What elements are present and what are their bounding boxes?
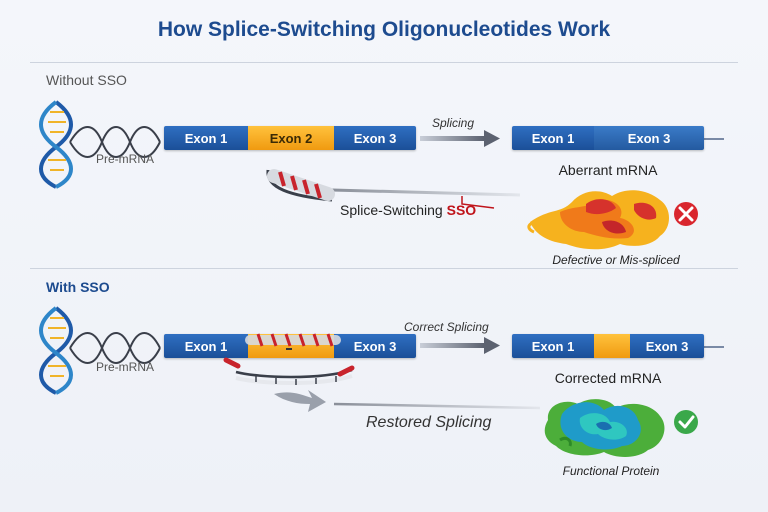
section-label-with-sso: With SSO <box>46 279 110 295</box>
aberrant-mrna-label: Aberrant mRNA <box>558 162 658 178</box>
top-divider <box>30 62 738 63</box>
middle-divider <box>30 268 738 269</box>
result-exon-1: Exon 1 <box>512 126 594 150</box>
exon-3: Exon 3 <box>334 126 416 150</box>
pre-mrna-label-2: Pre-mRNA <box>96 360 155 374</box>
defective-label: Defective or Mis-spliced <box>552 253 680 267</box>
pre-mrna-label: Pre-mRNA <box>96 152 155 166</box>
mrna-tail <box>700 138 724 140</box>
exon-1-sso: Exon 1 <box>164 334 248 358</box>
corrected-mrna-label: Corrected mRNA <box>554 370 662 386</box>
corrected-mrna-bar: Exon 1 Exon 3 <box>512 334 704 358</box>
exon-1: Exon 1 <box>164 126 248 150</box>
pre-mrna-bar-sso: Exon 1 Exon 3 <box>164 334 416 358</box>
splicing-label: Splicing <box>432 116 475 130</box>
corrected-exon-3: Exon 3 <box>630 334 704 358</box>
exon-2: Exon 2 <box>248 126 334 150</box>
aberrant-mrna-bar: Exon 1 Exon 3 <box>512 126 704 150</box>
sso-label: Splice-Switching SSO <box>340 202 476 218</box>
sso-label-sso: SSO <box>446 202 477 218</box>
correct-splicing-label: Correct Splicing <box>404 320 489 334</box>
functional-protein-label: Functional Protein <box>562 464 660 478</box>
corrected-exon-1: Exon 1 <box>512 334 594 358</box>
restored-splicing-label: Restored Splicing <box>366 414 492 431</box>
page-title: How Splice-Switching Oligonucleotides Wo… <box>157 18 611 41</box>
sso-label-prefix: Splice-Switching <box>340 202 447 218</box>
exon-3-sso: Exon 3 <box>334 334 416 358</box>
pre-mrna-bar: Exon 1 Exon 2 Exon 3 <box>164 126 416 150</box>
result-exon-3: Exon 3 <box>594 126 704 150</box>
mrna-tail-2 <box>700 346 724 348</box>
exon-2-masked <box>248 334 334 358</box>
section-label-without-sso: Without SSO <box>46 72 127 88</box>
corrected-exon-2 <box>594 334 630 358</box>
